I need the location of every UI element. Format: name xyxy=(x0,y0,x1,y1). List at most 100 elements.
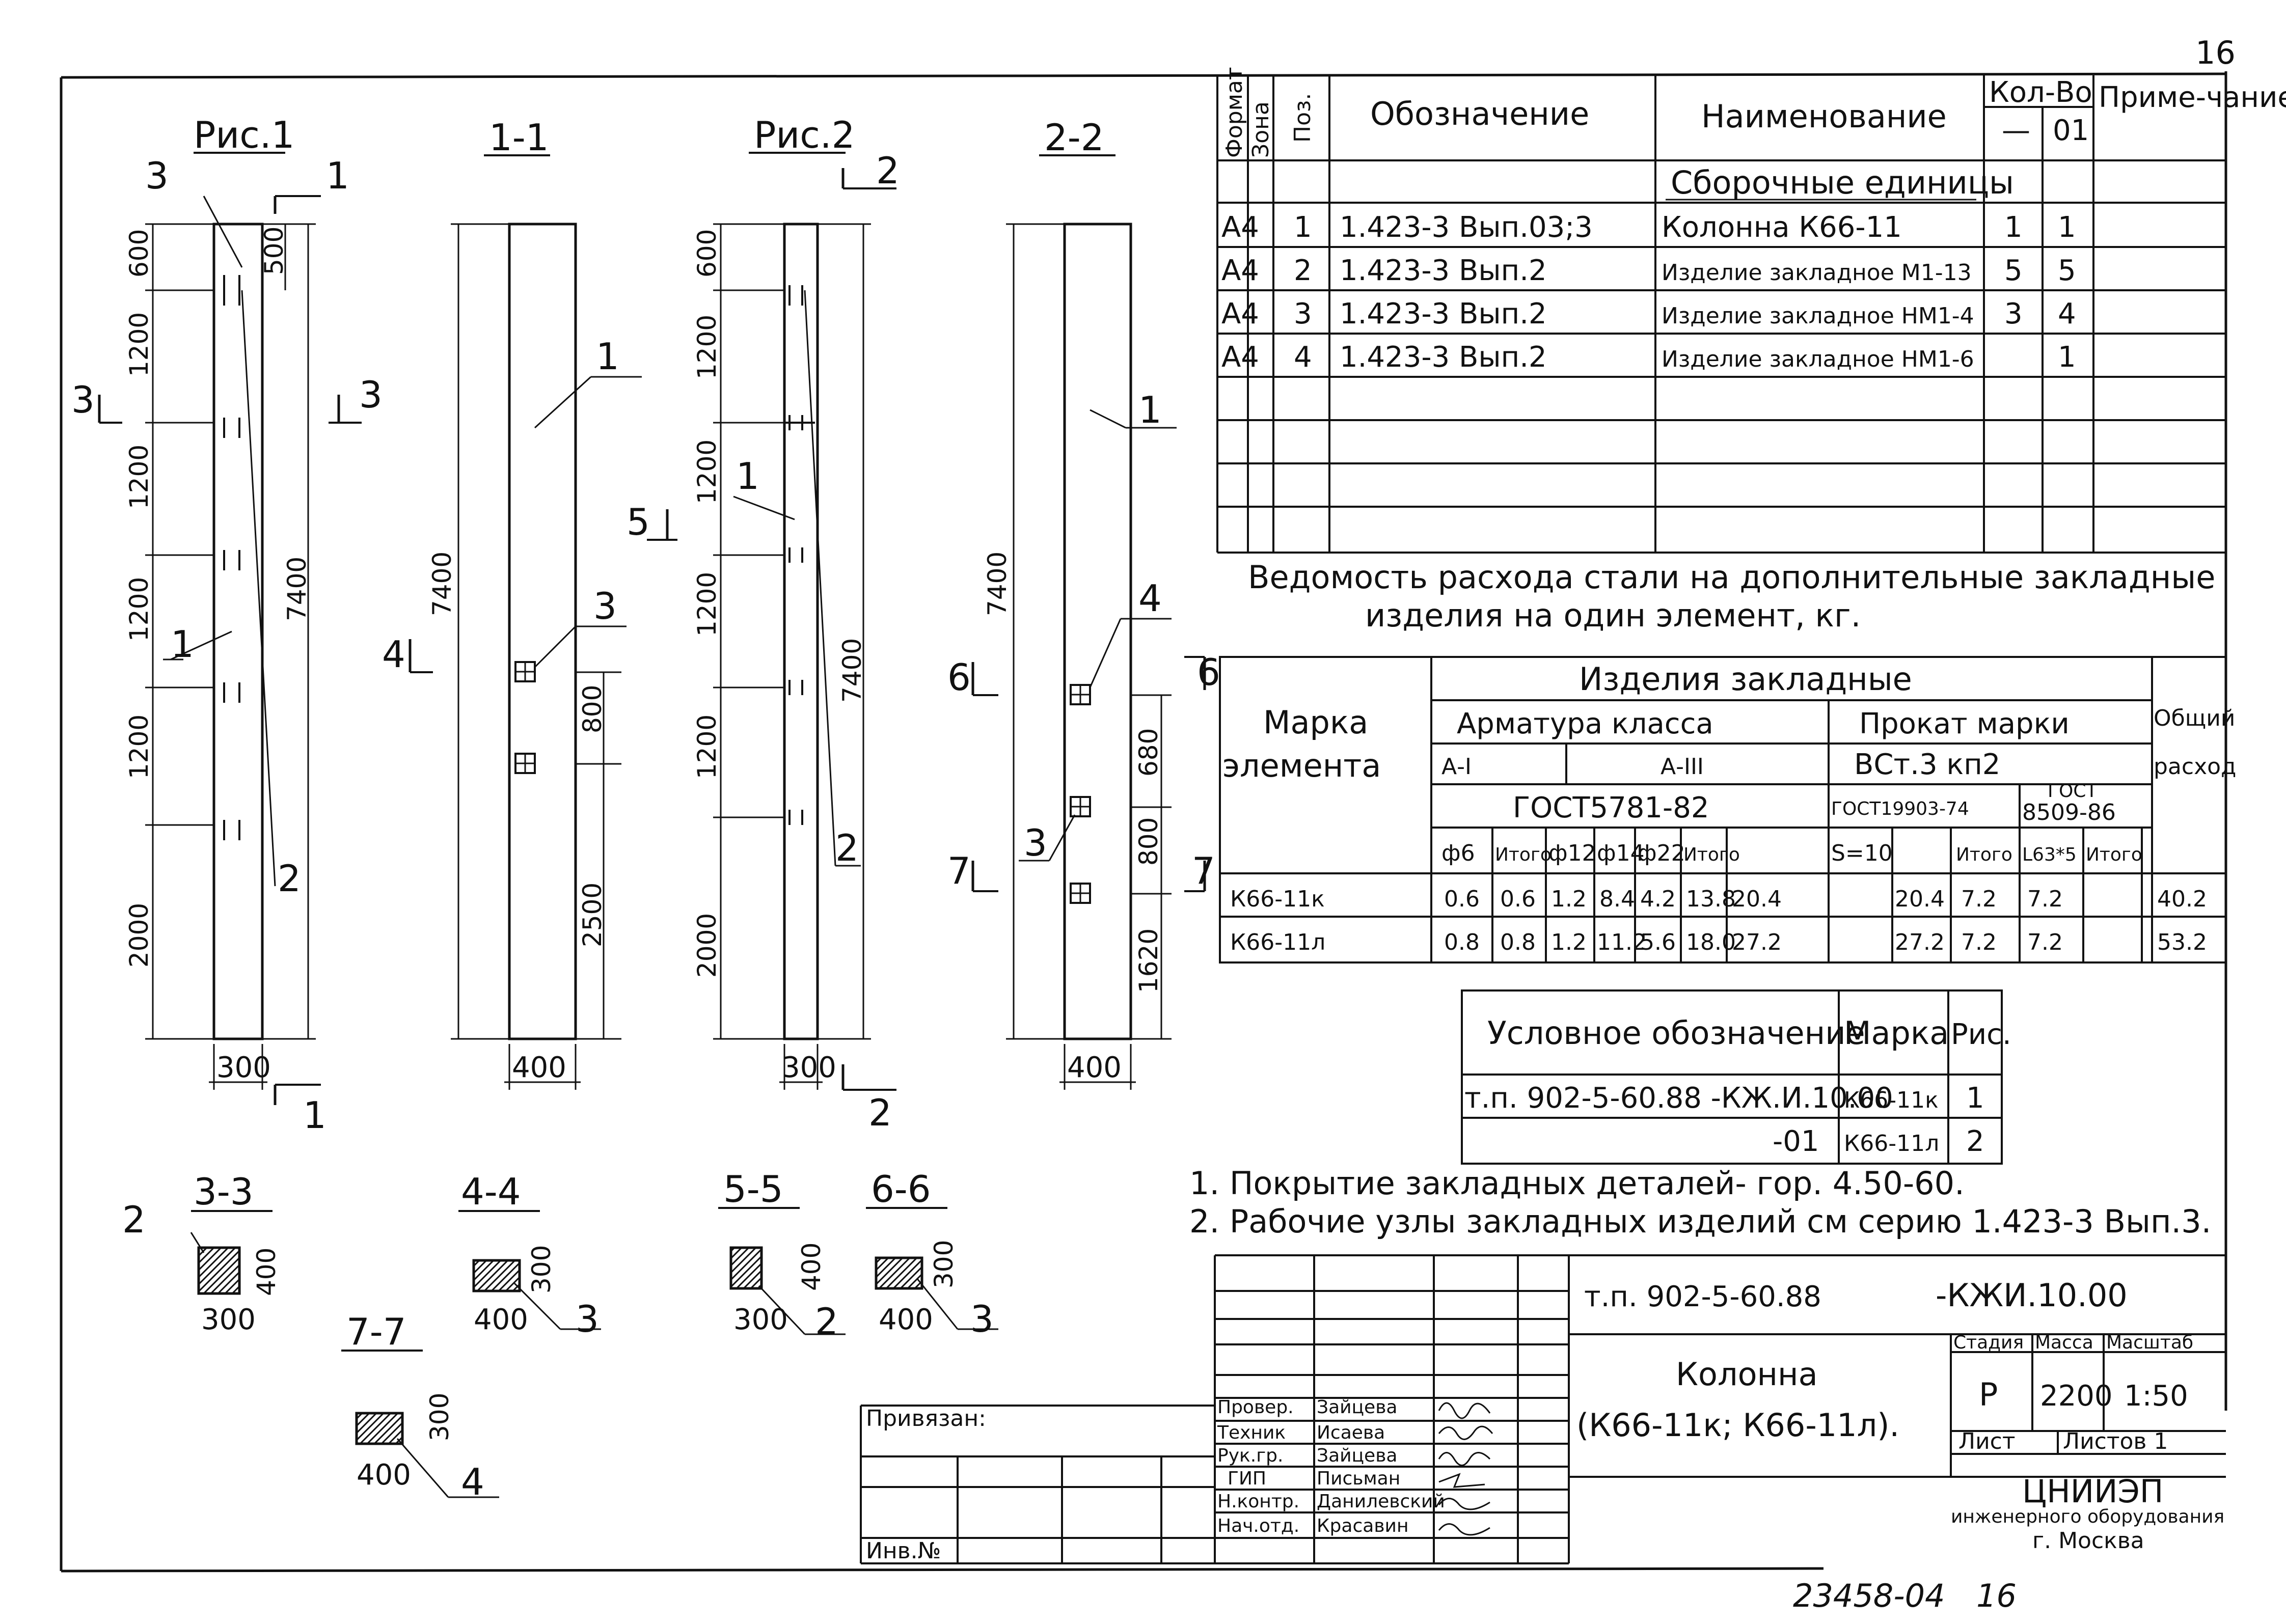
fig2-pos-1: 1 xyxy=(736,455,759,498)
tb-sig2-role: Техник xyxy=(1217,1422,1286,1443)
steel-r2-v1: 0.8 xyxy=(1444,929,1480,955)
steel-h-items: Изделия закладные xyxy=(1579,660,1912,698)
steel-h-gost3a: ГОСТ xyxy=(2048,781,2098,802)
sec22-cut6-left: 6 xyxy=(947,656,971,699)
spec-table: Формат Зона Поз. Обозначение Наименовани… xyxy=(1216,67,2286,554)
spec-section-title: Сборочные единицы xyxy=(1671,164,2014,201)
fig2-cut-top: 2 xyxy=(876,149,900,192)
section-3-3-width: 300 xyxy=(201,1303,256,1336)
steel-h-rolled: Прокат марки xyxy=(1859,707,2070,740)
sec22-cut6-right: 6 xyxy=(1197,651,1220,694)
fig1-cut3-left: 3 xyxy=(71,378,95,421)
note-1: 1. Покрытие закладных деталей- гор. 4.50… xyxy=(1189,1165,1965,1202)
steel-table: Ведомость расхода стали на дополнительны… xyxy=(1219,559,2236,964)
archive-page: 16 xyxy=(1976,1577,2017,1614)
steel-r1-total: 40.2 xyxy=(2157,886,2207,912)
fig2-pos-2: 2 xyxy=(835,827,859,869)
sec22-dim-1620: 1620 xyxy=(1134,928,1163,993)
section-3-3-height: 400 xyxy=(252,1248,281,1296)
mark-h-mark: Марка xyxy=(1844,1014,1949,1052)
fig2-width: 300 xyxy=(782,1051,836,1084)
fig1-dim-1200-a: 1200 xyxy=(124,312,154,377)
spec-r2-q1: 5 xyxy=(2004,254,2023,287)
fig1-dim-1200-b: 1200 xyxy=(124,445,154,509)
steel-col-9: Итого xyxy=(1956,844,2012,865)
spec-r1-q2: 1 xyxy=(2058,211,2076,244)
sec11-dim-7400: 7400 xyxy=(427,552,457,616)
tb-sig4-role: ГИП xyxy=(1228,1468,1266,1489)
fig1-cut-top: 1 xyxy=(326,154,349,197)
fig1-cut-bottom: 1 xyxy=(303,1094,326,1137)
spec-h-note: Приме-чание xyxy=(2099,81,2286,114)
tb-org-1: ЦНИИЭП xyxy=(2022,1473,2163,1510)
steel-r2-v3: 1.2 xyxy=(1551,929,1587,955)
spec-r3-q2: 4 xyxy=(2058,297,2076,331)
section-7-7-pos: 4 xyxy=(461,1461,484,1503)
section-4-4-width: 400 xyxy=(474,1303,528,1336)
tb-sig6-role: Нач.отд. xyxy=(1217,1516,1299,1536)
spec-h-pos: Поз. xyxy=(1290,93,1316,143)
fig1-cut3-right: 3 xyxy=(359,373,383,416)
fig1-dim-7400: 7400 xyxy=(282,557,312,621)
steel-r1-mark: К66-11к xyxy=(1230,886,1325,912)
steel-r2-v2: 0.8 xyxy=(1500,929,1536,955)
steel-r1-v9: 20.4 xyxy=(1895,886,1945,912)
tb-sig1-role: Провер. xyxy=(1217,1397,1294,1418)
steel-r1-v7: 20.4 xyxy=(1732,886,1782,912)
sec22-dim-7400: 7400 xyxy=(983,552,1012,616)
steel-r1-v10: 7.2 xyxy=(1961,886,1997,912)
mark-r1-mark: К66-11к xyxy=(1844,1087,1939,1113)
tb-sig5-role: Н.контр. xyxy=(1217,1491,1299,1512)
section-3-3-pos: 2 xyxy=(122,1198,146,1241)
tb-org-3: г. Москва xyxy=(2032,1528,2144,1554)
steel-h-aiii: А-III xyxy=(1661,754,1704,780)
sec22-cut7-right: 7 xyxy=(1192,849,1215,892)
fig1-title: Рис.1 xyxy=(194,114,295,156)
fig2-dim-600: 600 xyxy=(692,229,722,278)
section-5-5-width: 300 xyxy=(733,1303,788,1336)
mark-h-fig: Рис. xyxy=(1951,1018,2011,1051)
steel-caption-2: изделия на один элемент, кг. xyxy=(1365,597,1861,634)
spec-r3-pos: 3 xyxy=(1294,297,1312,331)
section-5-5-title: 5-5 xyxy=(723,1168,783,1210)
sec22-dim-680: 680 xyxy=(1134,728,1163,777)
steel-r1-v4: 8.4 xyxy=(1599,886,1635,912)
steel-h-total-1: Общий xyxy=(2154,705,2235,731)
figure-2: Рис.2 600 1200 1200 1200 1200 2000 xyxy=(692,114,900,1134)
tb-stage-h: Стадия xyxy=(1953,1332,2024,1353)
fig2-dim-1200-d: 1200 xyxy=(692,714,722,779)
sec11-title: 1-1 xyxy=(489,116,549,159)
sec11-pos-1: 1 xyxy=(596,335,619,378)
mark-r2-cond: -01 xyxy=(1773,1125,1819,1158)
tb-name-1: Колонна xyxy=(1676,1356,1818,1393)
fig1-dim-1200-d: 1200 xyxy=(124,714,154,779)
section-3-3-title: 3-3 xyxy=(194,1170,254,1213)
spec-r2-pos: 2 xyxy=(1294,254,1312,287)
spec-h-qty-b: 01 xyxy=(2053,114,2089,147)
spec-h-format: Формат xyxy=(1221,67,1247,158)
steel-h-vst: ВСт.3 кп2 xyxy=(1854,748,2000,781)
tb-sheet-h: Лист xyxy=(1958,1428,2016,1454)
fig2-dim-1200-a: 1200 xyxy=(692,315,722,379)
mark-r1-cond: т.п. 902-5-60.88 -КЖ.И.10.00 xyxy=(1464,1082,1893,1115)
fig2-title: Рис.2 xyxy=(754,114,855,156)
section-7-7-height: 300 xyxy=(425,1393,454,1441)
spec-r2-q2: 5 xyxy=(2058,254,2076,287)
steel-r1-v11: 7.2 xyxy=(2027,886,2063,912)
section-1-1: 1-1 7400 800 2500 400 1 3 4 5 xyxy=(382,116,677,1090)
sheet-corner-mark: 16 xyxy=(2195,34,2236,71)
spec-r4-name: Изделие закладное НМ1-6 xyxy=(1662,346,1974,372)
steel-r1-v2: 0.6 xyxy=(1500,886,1536,912)
tb-sig3-role: Рук.гр. xyxy=(1217,1445,1283,1466)
sec11-cut4: 4 xyxy=(382,633,405,676)
section-7-7-title: 7-7 xyxy=(346,1310,406,1353)
section-7-7-width: 400 xyxy=(357,1458,411,1492)
steel-h-ai: А-I xyxy=(1441,754,1472,780)
title-block: т.п. 902-5-60.88 -КЖИ.10.00 Колонна (К66… xyxy=(860,1254,2226,1564)
spec-h-qty: Кол-Во xyxy=(1989,76,2092,109)
tb-name-2: (К66-11к; К66-11л). xyxy=(1576,1407,1899,1444)
spec-h-zone: Зона xyxy=(1248,101,1274,158)
spec-r3-name: Изделие закладное НМ1-4 xyxy=(1662,303,1974,329)
steel-col-11: Итого xyxy=(2086,844,2142,865)
fig1-pos-3: 3 xyxy=(145,154,169,197)
